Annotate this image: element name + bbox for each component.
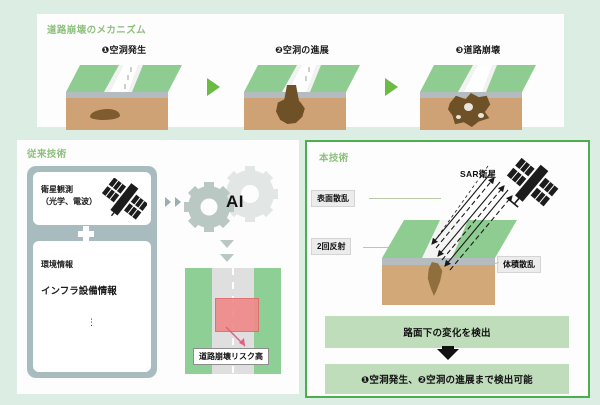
sar-ray-arrows [431, 165, 513, 271]
ai-processing-icon: AI [178, 166, 286, 236]
flow-arrow-1 [165, 197, 171, 207]
stage-step-1-number: ❶ [101, 45, 110, 55]
step-arrow-2 [385, 78, 398, 96]
stage-step-3-label: 道路崩壊 [463, 45, 501, 55]
volume-scattering-tag: 体積散乱 [497, 256, 541, 273]
detection-bar-2-text: ❶空洞発生、❷空洞の進展まで検出可能 [361, 375, 533, 386]
arrow-pointer-icon [225, 326, 246, 347]
satellite-observation-box: 衛星観測 （光学、電波） [33, 172, 151, 225]
risk-map: 道路崩壊リスク高 [185, 268, 281, 374]
plus-icon [78, 226, 94, 242]
input-data-stack: 衛星観測 （光学、電波） [27, 166, 157, 378]
right-panel-title: 本技術 [319, 153, 349, 164]
flow-arrow-2 [175, 197, 181, 207]
ai-label: AI [226, 192, 244, 211]
satellite-observation-line2: （光学、電波） [41, 197, 97, 206]
detection-bar-1: 路面下の変化を検出 [325, 316, 569, 348]
risk-label: 道路崩壊リスク高 [193, 348, 269, 365]
surface-scattering-leader [369, 198, 441, 199]
road-cross-section-cavity-icon [66, 65, 182, 131]
road-cross-section-collapse-icon [420, 65, 536, 131]
stage-step-3: ❸道路崩壊 [403, 40, 553, 131]
road-cross-section-cavity-growth-icon [244, 65, 360, 131]
sar-satellite-label: SAR衛星 [460, 169, 497, 179]
satellite-observation-label: 衛星観測 （光学、電波） [41, 184, 97, 208]
proposed-technology-panel: 本技術 SAR衛星 表面散乱 [305, 140, 590, 398]
environment-info-label: 環境情報 [41, 260, 73, 269]
top-panel-title: 道路崩壊のメカニズム [47, 25, 147, 36]
stage-step-2-number: ❷ [275, 45, 283, 55]
ai-output-arrow-2 [220, 254, 234, 262]
road-collapse-mechanism-panel: 道路崩壊のメカニズム ❶空洞発生 ❷空洞の進展 [37, 14, 564, 130]
stage-step-2-label: 空洞の進展 [282, 45, 329, 55]
stage-step-1-label: 空洞発生 [109, 45, 147, 55]
satellite-icon [101, 178, 147, 220]
satellite-icon [506, 158, 559, 208]
risk-rectangle-icon [215, 298, 259, 332]
stage-step-1: ❶空洞発生 [49, 40, 199, 131]
infrastructure-info-label: インフラ設備情報 [41, 286, 117, 297]
arrow-down-thick-stem [442, 346, 454, 351]
arrow-down-thick-icon [437, 349, 459, 360]
ai-output-arrow-1 [220, 240, 234, 248]
left-panel-title: 従来技術 [27, 149, 67, 160]
ellipsis-marker: ⋮ [87, 317, 96, 327]
additional-information-box: 環境情報 インフラ設備情報 ⋮ [33, 241, 151, 372]
gear-icon [184, 166, 278, 232]
surface-scattering-tag: 表面散乱 [311, 190, 355, 207]
stage-step-2: ❷空洞の進展 [227, 40, 377, 131]
step-arrow-1 [207, 78, 220, 96]
stage-step-3-number: ❸ [455, 45, 464, 55]
detection-bar-2: ❶空洞発生、❷空洞の進展まで検出可能 [325, 364, 569, 394]
road-cross-section-sar-icon [382, 165, 517, 306]
detection-bar-1-text: 路面下の変化を検出 [403, 328, 491, 339]
double-bounce-tag: 2回反射 [311, 238, 352, 255]
satellite-observation-line1: 衛星観測 [41, 185, 73, 194]
